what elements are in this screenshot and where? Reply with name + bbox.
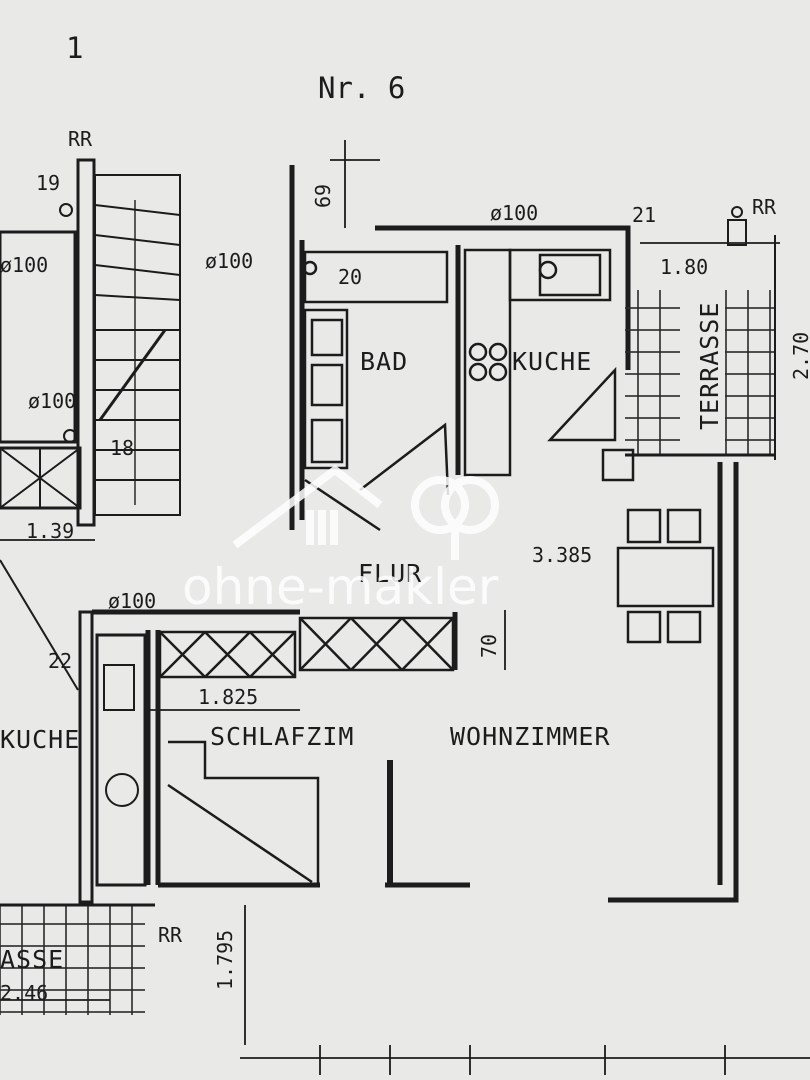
pipe-mid: ø100 — [108, 589, 156, 613]
room-terrasse: TERRASSE — [695, 302, 724, 430]
bathroom-fixtures — [302, 250, 450, 532]
room-wohnzimmer: WOHNZIMMER — [450, 722, 611, 751]
dim-139: 1.39 — [26, 519, 74, 543]
staircase — [94, 174, 181, 516]
label-18: 18 — [110, 436, 134, 460]
dim-70: 70 — [477, 634, 501, 658]
rr-bottom: RR — [158, 923, 183, 947]
bed — [167, 740, 320, 885]
dim-1795: 1.795 — [213, 930, 237, 990]
terrace-right — [625, 206, 776, 460]
room-flur: FLUR — [358, 559, 422, 588]
room-schlafzimmer: SCHLAFZIM — [210, 722, 354, 751]
watermark-logo — [232, 464, 499, 560]
unit-number: Nr. 6 — [318, 71, 405, 105]
kitchen-fixtures — [463, 248, 635, 482]
room-terrasse-left: ASSE — [0, 945, 64, 974]
rr-top-left: RR — [68, 127, 93, 151]
room-bad: BAD — [360, 347, 408, 376]
dim-180: 1.80 — [660, 255, 708, 279]
dim-3385: 3.385 — [532, 543, 592, 567]
left-unit-walls — [0, 158, 155, 1015]
main-walls — [92, 165, 739, 903]
rr-top-right: RR — [752, 195, 777, 219]
room-kueche: KUCHE — [512, 347, 592, 376]
page-number: 1 — [66, 31, 83, 65]
pipe-left-lower: ø100 — [28, 389, 76, 413]
dimension-lines — [0, 140, 810, 1075]
dim-69: 69 — [311, 184, 335, 208]
dim-246: 2.46 — [0, 981, 48, 1005]
watermark-text: ohne-makler — [182, 558, 499, 616]
dim-270: 2.70 — [789, 332, 810, 380]
label-22: 22 — [48, 649, 72, 673]
tub-number: 20 — [338, 265, 362, 289]
pipe-top: ø100 — [490, 201, 538, 225]
room-kueche-left: KUCHE — [0, 725, 80, 754]
wardrobe-units — [158, 616, 455, 679]
pipe-stair: ø100 — [205, 249, 253, 273]
pipe-left-upper: ø100 — [0, 253, 48, 277]
dining-table — [616, 508, 715, 644]
label-19: 19 — [36, 171, 60, 195]
label-21: 21 — [632, 203, 656, 227]
dim-1825: 1.825 — [198, 685, 258, 709]
